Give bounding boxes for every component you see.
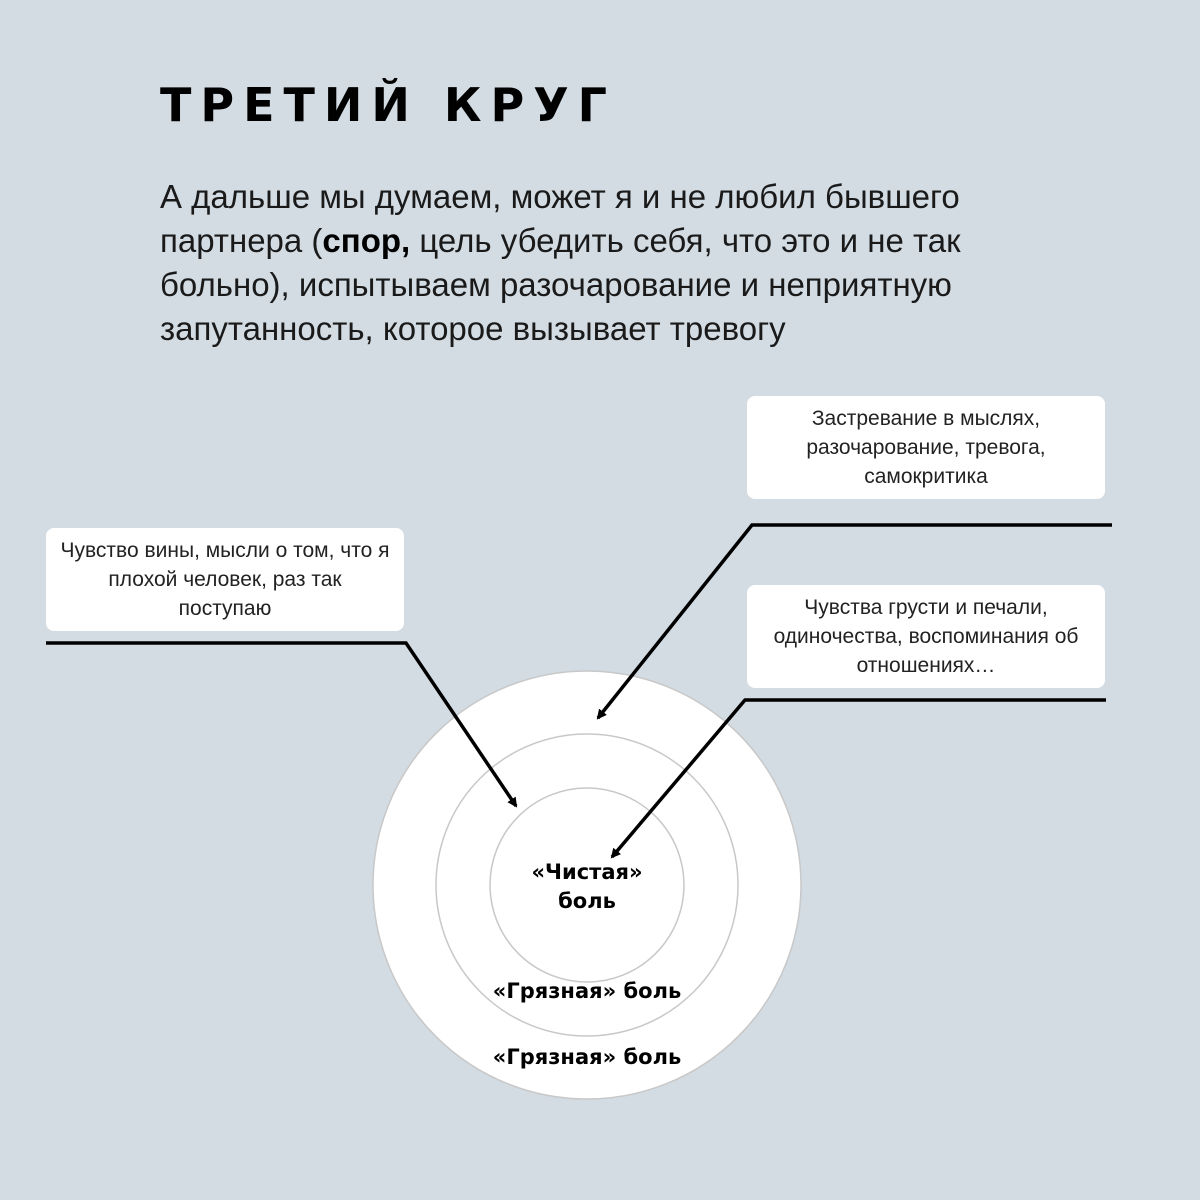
callout-stuck-thoughts: Застревание в мыслях, разочарование, тре… xyxy=(747,396,1105,499)
description-bold: спор, xyxy=(322,222,411,259)
page-title: ТРЕТИЙ КРУГ xyxy=(160,78,616,132)
description-text: А дальше мы думаем, может я и не любил б… xyxy=(160,175,1080,351)
pointer-mid-right xyxy=(610,698,1106,859)
pointer-left xyxy=(46,641,518,808)
inner-ring-label: «Чистая» боль xyxy=(531,860,643,913)
inner-circle xyxy=(489,787,685,983)
callout-guilt: Чувство вины, мысли о том, что я плохой … xyxy=(46,528,404,631)
callout-sadness: Чувства грусти и печали, одиночества, во… xyxy=(747,585,1105,688)
description-part-2: цель убедить себя, что это и не так боль… xyxy=(160,222,961,347)
middle-ring-label: «Грязная» боль xyxy=(492,979,682,1003)
description-part-1: А дальше мы думаем, может я и не любил б… xyxy=(160,178,960,259)
outer-ring-label: «Грязная» боль xyxy=(492,1045,682,1069)
pointer-top-right xyxy=(596,523,1112,720)
